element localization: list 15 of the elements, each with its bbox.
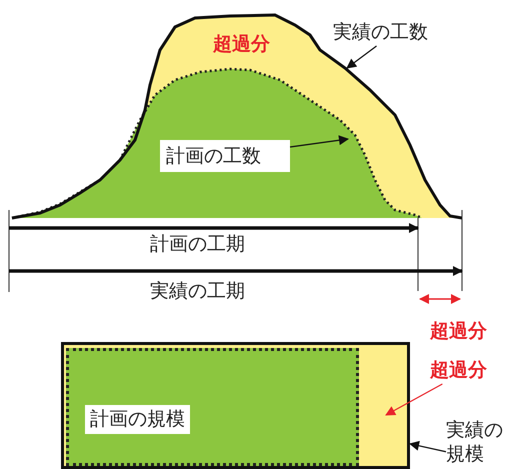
- callout-text: 計画の工数: [160, 140, 290, 172]
- dimension-label: 実績の工期: [150, 280, 245, 303]
- planned-scale-box: [66, 348, 359, 466]
- actual-scale-box: [61, 342, 410, 469]
- leader-line: [290, 135, 349, 148]
- callout-text: 超過分: [430, 358, 502, 384]
- callout-text: 実績の規模: [446, 418, 519, 468]
- region-label: 計画の規模: [85, 405, 190, 434]
- dimension-label: 超過分: [430, 320, 487, 343]
- callout-text: 実績の工数: [333, 20, 455, 46]
- leader-line: [385, 383, 443, 416]
- region-label: 超過分: [213, 33, 270, 56]
- leader-line: [346, 46, 377, 69]
- leader-line: [409, 440, 446, 452]
- dimension-label: 計画の工期: [150, 233, 245, 256]
